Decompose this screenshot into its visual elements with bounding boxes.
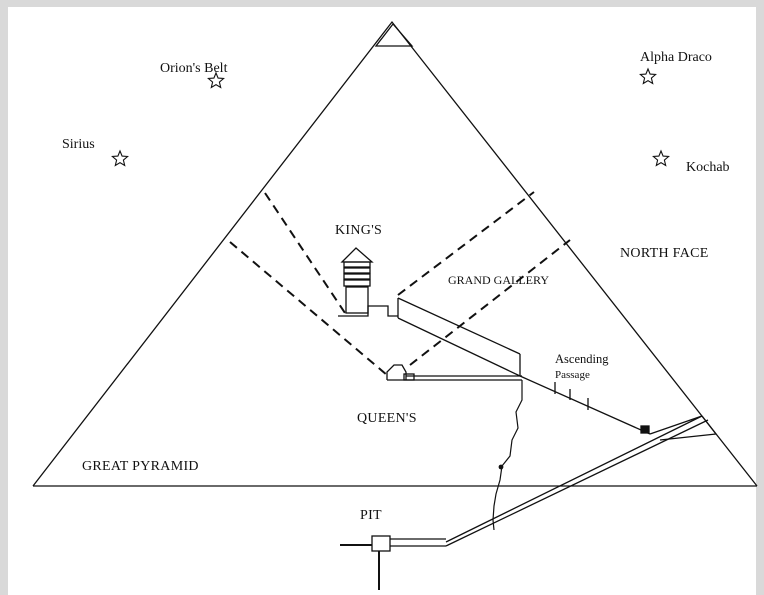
orions-belt-label: Orion's Belt (160, 61, 228, 76)
sirius-star-icon (111, 149, 129, 167)
stars (111, 67, 670, 167)
gallery-bottom (397, 317, 521, 377)
ascending-passage-label-line2: Passage (555, 369, 590, 381)
entrance-block-top (649, 415, 703, 435)
ascending-passage-line (519, 375, 651, 435)
great-pyramid-label: GREAT PYRAMID (82, 459, 199, 474)
kings-north-shaft (397, 191, 535, 296)
kochab-label: Kochab (686, 160, 730, 175)
entrance-block-bottom (659, 433, 717, 441)
pit-label: PIT (360, 508, 382, 523)
pit-chamber (340, 535, 446, 590)
ascending-passage (519, 375, 651, 435)
air-shafts (229, 191, 571, 376)
sirius-label: Sirius (62, 137, 95, 152)
kings-relief-4 (343, 279, 371, 287)
kings-relief-3 (343, 273, 371, 280)
grand-gallery-label: GRAND GALLERY (448, 273, 549, 287)
kings-chamber (338, 247, 398, 317)
orions-belt-star-icon (207, 71, 225, 89)
queens-chamber (386, 364, 522, 381)
descending-passage (445, 415, 717, 547)
well-shaft (492, 380, 523, 531)
pyramid-sides (32, 20, 758, 487)
alpha-draco-label: Alpha Draco (640, 50, 712, 65)
ascending-passage-label-line1: Ascending (555, 352, 609, 366)
north-face-label: NORTH FACE (620, 246, 709, 261)
capstone (374, 22, 414, 47)
kings-room (345, 286, 369, 314)
kochab-star-icon (652, 149, 670, 167)
kings-relief-2 (343, 267, 371, 274)
well-grotto (498, 464, 504, 470)
gallery-top (397, 297, 521, 355)
ascending-plug (640, 425, 650, 434)
kings-chamber-label: KING'S (335, 223, 382, 238)
queens-room (386, 364, 407, 380)
descending-lower-line (445, 419, 709, 547)
queens-chamber-label: QUEEN'S (357, 411, 417, 426)
diagram-frame (8, 7, 756, 595)
entrance-block-side (701, 415, 717, 435)
grand-gallery (397, 297, 521, 377)
kings-relief-1 (343, 261, 371, 268)
pyramid-outline (32, 20, 758, 487)
descending-upper-line (445, 415, 703, 543)
queens-north-shaft (409, 239, 571, 366)
queens-south-shaft (229, 241, 388, 376)
pit-room (371, 535, 391, 552)
kings-antechamber (338, 305, 398, 317)
kings-south-shaft (264, 192, 346, 314)
alpha-draco-star-icon (639, 67, 657, 85)
kings-gable (340, 247, 374, 263)
